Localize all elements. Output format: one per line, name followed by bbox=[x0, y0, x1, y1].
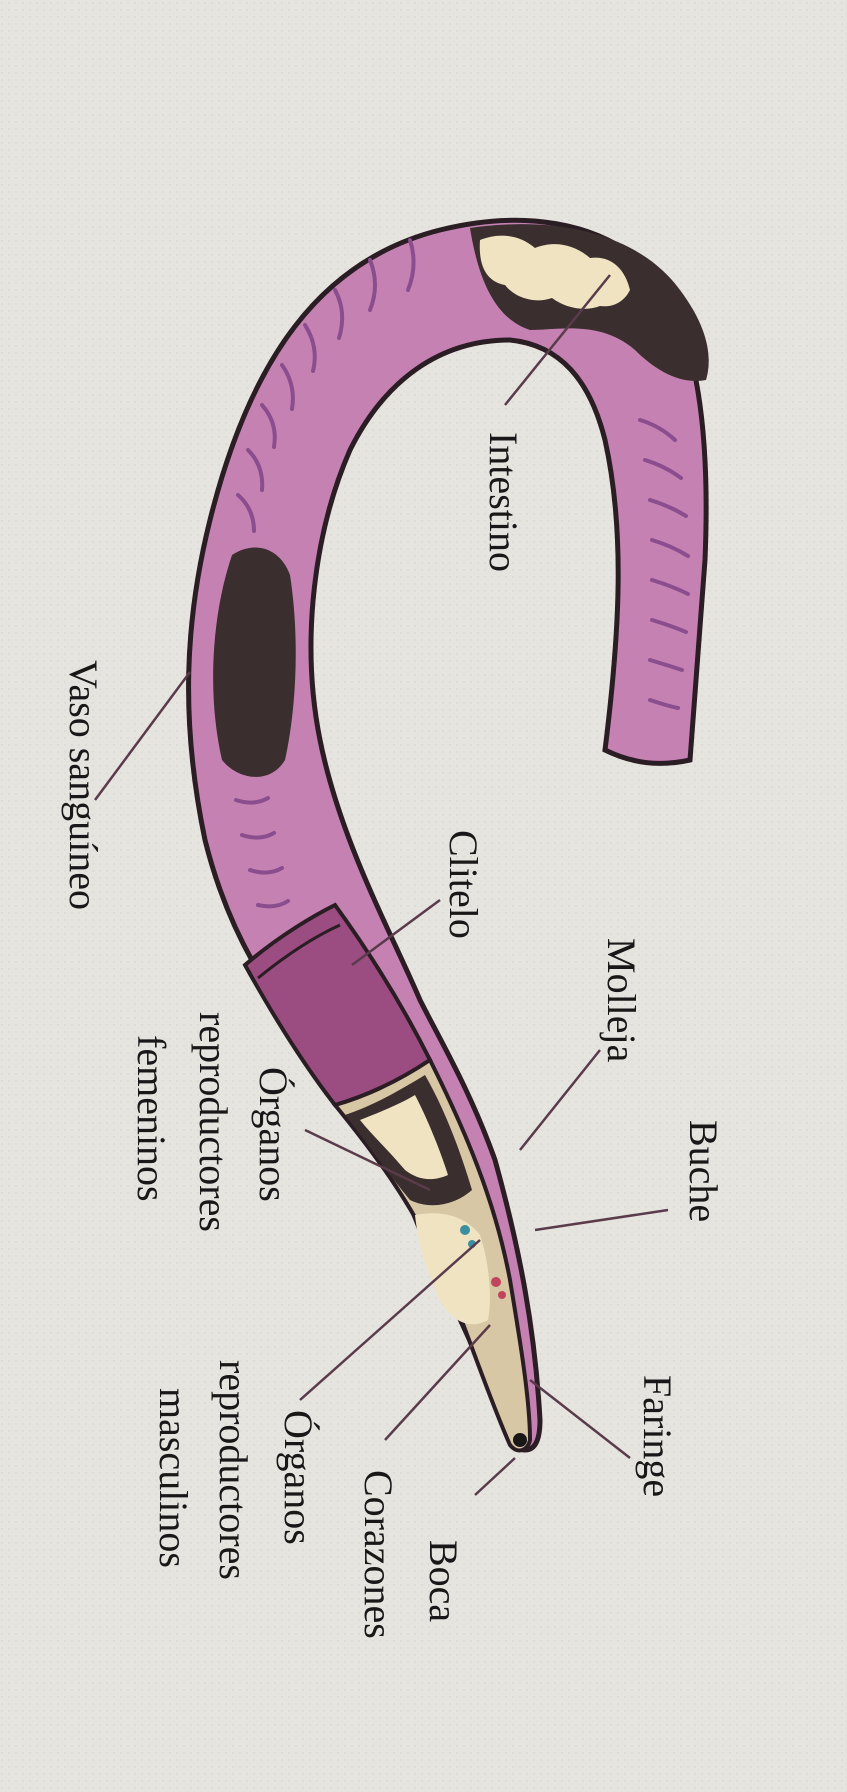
label-organos-femeninos-2: reproductores bbox=[191, 1012, 236, 1232]
label-molleja: Molleja bbox=[599, 938, 644, 1063]
label-organos-masculinos-3: masculinos bbox=[151, 1388, 196, 1568]
label-intestino: Intestino bbox=[481, 432, 526, 572]
mouth bbox=[513, 1433, 527, 1447]
male-organ-dot bbox=[491, 1277, 501, 1287]
label-faringe: Faringe bbox=[635, 1375, 680, 1497]
label-organos-masculinos-1: Órganos bbox=[276, 1410, 321, 1545]
male-organ-dot-2 bbox=[498, 1291, 506, 1299]
label-buche: Buche bbox=[681, 1120, 726, 1222]
intestine-dark-left bbox=[213, 548, 296, 777]
label-clitelo: Clitelo bbox=[441, 830, 486, 939]
female-organ-dot bbox=[460, 1225, 470, 1235]
label-boca: Boca bbox=[421, 1540, 466, 1622]
label-organos-femeninos-1: Órganos bbox=[251, 1067, 296, 1202]
label-organos-masculinos-2: reproductores bbox=[211, 1360, 256, 1580]
label-organos-femeninos-3: femeninos bbox=[129, 1035, 174, 1202]
label-corazones: Corazones bbox=[356, 1470, 401, 1639]
label-vaso-sanguineo: Vaso sanguíneo bbox=[61, 660, 106, 910]
